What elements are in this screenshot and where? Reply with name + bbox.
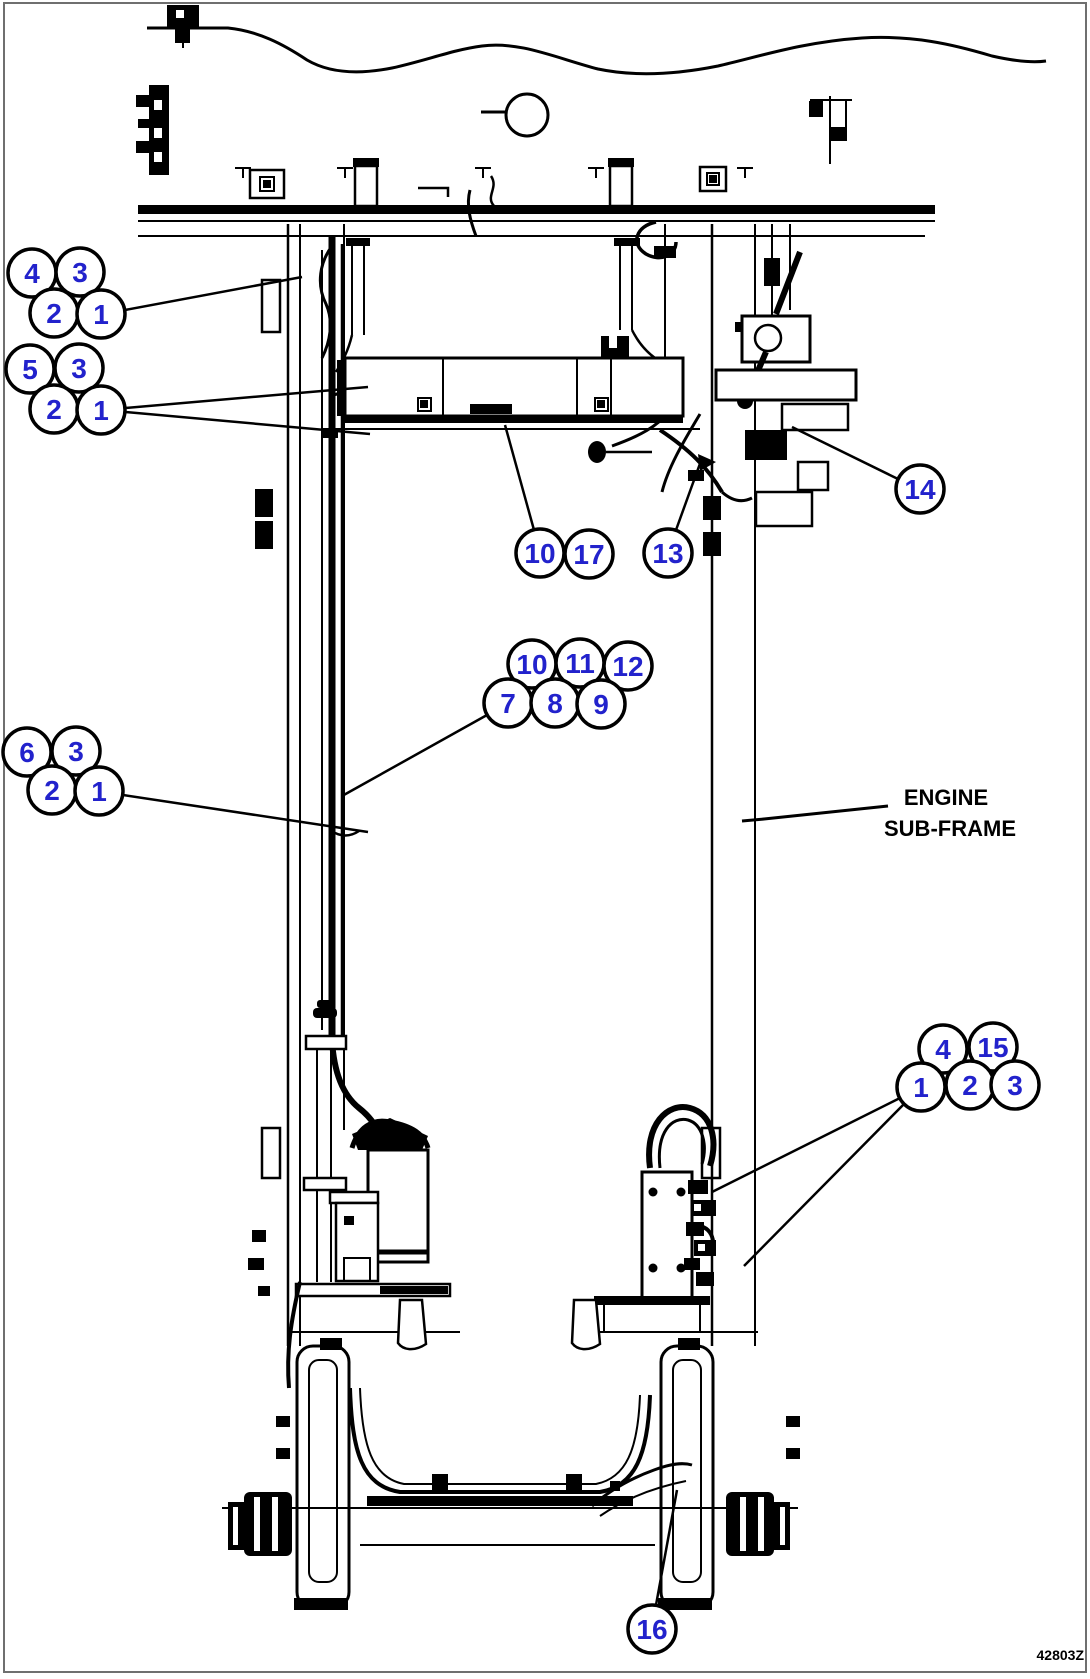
balloon-number: 3 — [1007, 1070, 1023, 1101]
callout-balloon-15[interactable]: 15 — [967, 1021, 1019, 1073]
balloon-number: 1 — [93, 395, 109, 426]
balloon-circle — [575, 678, 627, 730]
balloon-number: 1 — [913, 1072, 929, 1103]
engine-subframe-label-line2: SUB-FRAME — [884, 816, 1016, 841]
balloon-number: 2 — [44, 775, 60, 806]
callout-balloon-7[interactable]: 7 — [482, 677, 534, 729]
balloon-number: 1 — [93, 299, 109, 330]
balloon-circle — [967, 1021, 1019, 1073]
leader-line — [341, 713, 488, 798]
callout-balloon-16[interactable]: 16 — [626, 1603, 678, 1655]
leader-line — [124, 385, 369, 410]
balloon-number: 10 — [524, 538, 555, 569]
balloon-circle — [54, 246, 106, 298]
balloon-circle — [626, 1603, 678, 1655]
balloon-circle — [75, 288, 127, 340]
balloon-number: 3 — [71, 353, 87, 384]
balloon-number: 3 — [68, 736, 84, 767]
balloon-circle — [73, 765, 125, 817]
balloon-number: 17 — [573, 539, 604, 570]
callout-balloon-10[interactable]: 10 — [514, 527, 566, 579]
leader-line — [503, 424, 536, 531]
engine-subframe-label-leader — [741, 804, 889, 823]
callout-balloon-3[interactable]: 3 — [53, 342, 105, 394]
balloon-number: 8 — [547, 688, 563, 719]
leader-line — [654, 1489, 679, 1606]
callout-balloon-4[interactable]: 4 — [917, 1023, 969, 1075]
callout-balloon-10[interactable]: 10 — [506, 638, 558, 690]
callout-balloon-2[interactable]: 2 — [28, 287, 80, 339]
leader-line — [124, 410, 371, 436]
balloon-number: 13 — [652, 538, 683, 569]
callout-balloon-13[interactable]: 13 — [642, 527, 694, 579]
balloon-circle — [563, 528, 615, 580]
callout-balloon-3[interactable]: 3 — [989, 1059, 1041, 1111]
callout-balloon-14[interactable]: 14 — [894, 463, 946, 515]
balloon-number: 9 — [593, 689, 609, 720]
balloon-number: 14 — [904, 474, 936, 505]
callout-balloon-3[interactable]: 3 — [54, 246, 106, 298]
balloon-number: 11 — [565, 648, 595, 679]
callout-balloon-2[interactable]: 2 — [944, 1059, 996, 1111]
balloon-circle — [894, 463, 946, 515]
balloon-circle — [642, 527, 694, 579]
callout-balloon-2[interactable]: 2 — [28, 383, 80, 435]
balloon-number: 3 — [72, 257, 88, 288]
balloon-circle — [50, 725, 102, 777]
leader-line — [711, 1096, 901, 1194]
balloon-number: 16 — [636, 1614, 667, 1645]
balloon-number: 4 — [935, 1034, 951, 1065]
balloon-number: 10 — [516, 649, 547, 680]
balloon-number: 1 — [91, 776, 107, 807]
leader-line — [791, 425, 899, 481]
callout-balloon-2[interactable]: 2 — [26, 764, 78, 816]
balloon-circle — [602, 640, 654, 692]
balloon-number: 6 — [19, 737, 35, 768]
callout-balloon-8[interactable]: 8 — [529, 677, 581, 729]
callout-balloon-9[interactable]: 9 — [575, 678, 627, 730]
balloon-number: 7 — [500, 688, 516, 719]
callout-balloon-12[interactable]: 12 — [602, 640, 654, 692]
leader-line — [124, 275, 303, 312]
callout-balloon-1[interactable]: 1 — [895, 1061, 947, 1113]
leader-line — [122, 793, 369, 834]
balloon-number: 2 — [962, 1070, 978, 1101]
balloon-number: 12 — [612, 651, 643, 682]
callout-balloon-1[interactable]: 1 — [73, 765, 125, 817]
callout-balloon-1[interactable]: 1 — [75, 384, 127, 436]
callout-leader-lines — [122, 275, 905, 1606]
balloon-number: 2 — [46, 298, 62, 329]
leader-line — [743, 1103, 905, 1267]
leader-line — [674, 457, 704, 531]
callout-balloon-1[interactable]: 1 — [75, 288, 127, 340]
balloon-circle — [53, 342, 105, 394]
balloon-number: 2 — [46, 394, 62, 425]
balloon-circle — [75, 384, 127, 436]
balloon-number: 4 — [24, 258, 40, 289]
engine-subframe-label-line1: ENGINE — [904, 785, 988, 810]
callout-balloon-3[interactable]: 3 — [50, 725, 102, 777]
engine-subframe-drawing — [136, 5, 1047, 1610]
balloon-number: 5 — [22, 354, 38, 385]
balloon-circle — [917, 1023, 969, 1075]
callout-balloon-17[interactable]: 17 — [563, 528, 615, 580]
balloon-circle — [989, 1059, 1041, 1111]
balloon-number: 15 — [977, 1032, 1008, 1063]
drawing-code: 42803Z — [1037, 1647, 1085, 1663]
